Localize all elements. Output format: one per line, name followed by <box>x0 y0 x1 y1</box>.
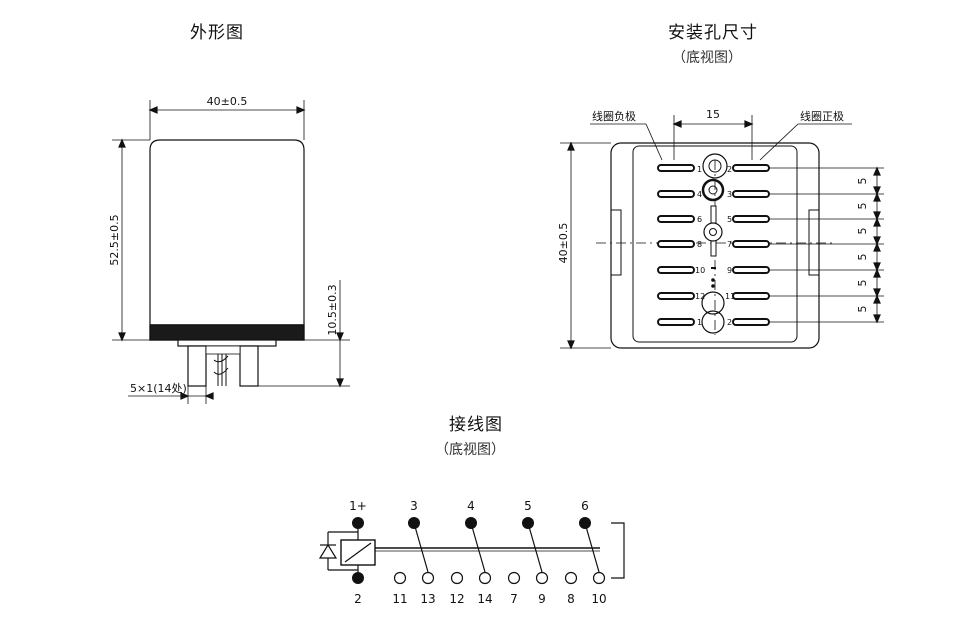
mounting-height-dim: 40±0.5 <box>557 223 570 264</box>
wiring-bottom-label-5: 14 <box>477 592 492 606</box>
row-dim-2: 5 <box>856 203 869 210</box>
right-pin-num-2: 3 <box>727 190 732 199</box>
contact-bottom-10 <box>592 571 606 585</box>
contact-bottom-8 <box>564 571 578 585</box>
contact-bottom-13 <box>421 571 435 585</box>
wiring-bottom-label-3: 13 <box>420 592 435 606</box>
contact-bottom-7 <box>507 571 521 585</box>
mounting-subtitle: （底视图） <box>672 50 742 66</box>
contact-bottom-14 <box>478 571 492 585</box>
slot-left-2 <box>657 190 695 198</box>
contact-bottom-12 <box>450 571 464 585</box>
right-pin-num-7: 2 <box>727 318 732 327</box>
row-dim-3: 5 <box>856 228 869 235</box>
slot-right-3 <box>732 215 770 223</box>
contact-top-5 <box>522 517 534 529</box>
outline-title: 外形图 <box>190 23 244 43</box>
right-pin-num-5: 9 <box>727 266 732 275</box>
slot-right-7 <box>732 318 770 326</box>
row-dim-1: 5 <box>856 178 869 185</box>
wiring-bottom-label-9: 10 <box>591 592 606 606</box>
mounting-drawing <box>560 115 884 350</box>
wiring-top-label-5: 6 <box>581 499 589 513</box>
slot-right-5 <box>732 266 770 274</box>
contact-top-1 <box>352 517 364 529</box>
wiring-bottom-label-1: 2 <box>354 592 362 606</box>
slot-left-7 <box>657 318 695 326</box>
pin-right <box>239 345 259 387</box>
slot-left-6 <box>657 292 695 300</box>
left-pin-num-6: 12 <box>695 292 705 301</box>
wiring-title: 接线图 <box>449 415 503 435</box>
wiring-diagram <box>318 522 625 579</box>
coil-positive-label: 线圈正极 <box>800 109 844 123</box>
row-dim-5: 5 <box>856 280 869 287</box>
contact-bottom-2 <box>352 572 364 584</box>
slot-left-4 <box>657 240 695 248</box>
outline-drawing <box>112 100 350 404</box>
mounting-title: 安装孔尺寸 <box>668 23 758 43</box>
wiring-bottom-label-4: 12 <box>449 592 464 606</box>
right-pin-num-6: 11 <box>725 292 735 301</box>
outline-pin-note: 5×1(14处) <box>130 382 187 395</box>
pitch-dim: 15 <box>706 108 720 121</box>
wiring-top-label-4: 5 <box>524 499 532 513</box>
outline-width-dim: 40±0.5 <box>207 95 248 108</box>
wiring-contacts <box>352 517 606 585</box>
left-pin-num-1: 1 <box>697 165 702 174</box>
wiring-bottom-label-6: 7 <box>510 592 518 606</box>
left-pin-num-5: 10 <box>695 266 705 275</box>
outline-pin-length-dim: 10.5±0.3 <box>326 284 339 335</box>
coil-negative-label: 线圈负极 <box>592 109 636 123</box>
left-pin-num-7: 1 <box>697 318 702 327</box>
wiring-subtitle: （底视图） <box>435 442 505 458</box>
wiring-bottom-label-2: 11 <box>392 592 407 606</box>
wiring-top-label-2: 3 <box>410 499 418 513</box>
right-pin-num-4: 7 <box>727 240 732 249</box>
slot-right-2 <box>732 190 770 198</box>
right-pin-num-3: 5 <box>727 215 732 224</box>
slot-right-4 <box>732 240 770 248</box>
right-pin-num-1: 2 <box>727 165 732 174</box>
left-pin-num-4: 8 <box>697 240 702 249</box>
slot-left-3 <box>657 215 695 223</box>
outline-height-dim: 52.5±0.5 <box>108 214 121 265</box>
contact-top-3 <box>408 517 420 529</box>
left-pin-num-2: 4 <box>697 190 702 199</box>
diode-symbol <box>318 543 338 559</box>
contact-bottom-11 <box>393 571 407 585</box>
pin-left <box>187 345 207 387</box>
left-pin-num-3: 6 <box>697 215 702 224</box>
wiring-top-label-3: 4 <box>467 499 475 513</box>
slot-left-5 <box>657 266 695 274</box>
right-slot-column <box>732 164 770 326</box>
contact-top-6 <box>579 517 591 529</box>
wiring-top-label-1: 1+ <box>349 499 367 513</box>
relay-base <box>149 324 305 341</box>
contact-top-4 <box>465 517 477 529</box>
relay-body <box>149 139 305 341</box>
row-dim-4: 5 <box>856 254 869 261</box>
slot-right-1 <box>732 164 770 172</box>
left-slot-column <box>657 164 695 326</box>
contact-bottom-9 <box>535 571 549 585</box>
wiring-bottom-label-8: 8 <box>567 592 575 606</box>
slot-left-1 <box>657 164 695 172</box>
row-dim-6: 5 <box>856 306 869 313</box>
slot-right-6 <box>732 292 770 300</box>
wiring-bottom-label-7: 9 <box>538 592 546 606</box>
